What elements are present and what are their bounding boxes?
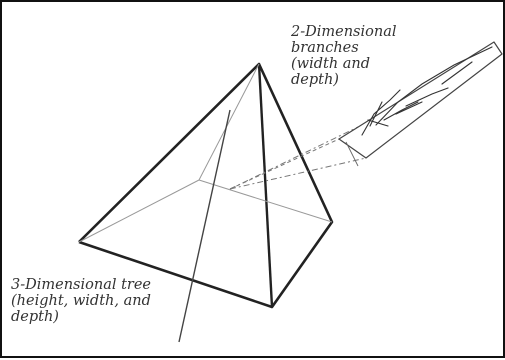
branch-sketch: [361, 46, 493, 136]
pyramid-back-edge: [198, 63, 260, 181]
branch-plane: [338, 41, 503, 159]
tree-label: 3-Dimensional tree (height, width, and d…: [11, 277, 152, 325]
branch-plane-fold: [345, 141, 359, 167]
trunk-axis-line: [178, 109, 231, 343]
projection-line: [229, 138, 340, 190]
pyramid-back-edge: [78, 179, 200, 243]
projection-line: [229, 157, 367, 190]
pyramid-front-edges: [78, 62, 334, 309]
pyramid-center-edge: [257, 63, 274, 308]
branches-label: 2-Dimensional branches (width and depth): [291, 24, 397, 88]
pyramid-back-edge: [198, 179, 333, 223]
